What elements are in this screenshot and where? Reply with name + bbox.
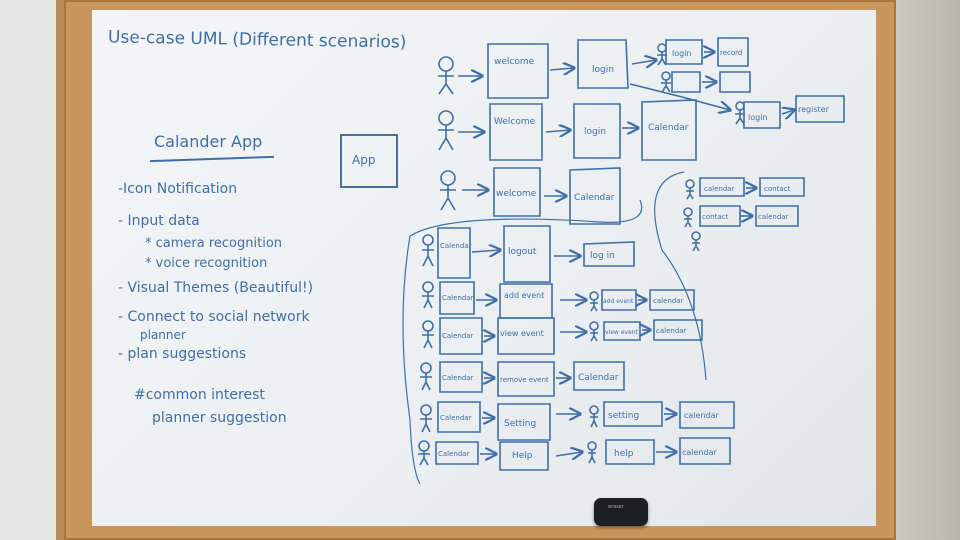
diagram-label: contact [702,213,728,221]
actor-figure [589,291,599,312]
diagram-label: Help [512,451,533,461]
diagram-label: calendar [682,448,717,457]
feature-icon-notification: -Icon Notification [118,181,238,197]
diagram-label: calendar [758,213,789,221]
diagram-label: add event [504,291,544,300]
actor-figure [420,362,432,391]
diagram-label: welcome [496,189,537,199]
app-box: App [340,134,398,188]
diagram-label: calendar [704,185,735,193]
diagram-label: calendar [684,411,719,420]
eraser: eraser [594,498,648,526]
feature-planner: planner [140,328,186,342]
diagram-label: Setting [504,419,536,429]
actor-figure [589,321,599,342]
actor-figure [422,320,434,349]
feature-planner-suggestion: planner suggestion [152,410,287,426]
actor-figure [683,207,693,228]
actor-figure [418,440,430,466]
actor-figure [685,179,695,200]
diagram-label: calendar [656,327,687,335]
feature-visual-themes: - Visual Themes (Beautiful!) [118,280,314,296]
diagram-label: Welcome [494,117,536,127]
diagram-label: contact [764,185,790,193]
diagram-label: record [720,49,742,57]
actor-figure [422,234,434,267]
diagram-label: Calendar [440,414,472,422]
diagram-label: Calendar [648,123,689,133]
actor-figure [691,231,701,252]
feature-input-data: - Input data [118,213,200,229]
feature-common-interest: #common interest [134,387,265,403]
diagram-label: login [672,49,692,58]
adjacent-whiteboard [0,0,64,540]
whiteboard-surface [92,10,876,526]
actor-figure [420,404,432,433]
feature-voice-recognition: * voice recognition [145,256,268,271]
app-box-label: App [352,153,376,167]
diagram-label: login [592,65,614,75]
diagram-label: view event [500,329,544,338]
diagram-label: help [614,449,634,459]
actor-figure [587,441,597,464]
actor-figure [589,405,599,428]
diagram-label: setting [608,411,639,421]
diagram-label: Calendar [442,294,474,302]
diagram-label: login [584,127,606,137]
feature-camera-recognition: * camera recognition [145,236,283,251]
actor-figure [440,170,456,211]
diagram-label: calendar [653,297,684,305]
diagram-label: view event [605,329,638,336]
diagram-label: welcome [494,57,535,67]
app-name: Calander App [154,132,263,151]
eraser-label: eraser [608,504,624,510]
diagram-label: add event [603,298,634,305]
actor-figure [438,56,454,95]
diagram-label: Calendar [574,193,615,203]
diagram-label: register [798,105,830,114]
diagram-label: Calendar [438,450,470,458]
actor-figure [438,110,454,151]
diagram-label: remove event [500,376,549,384]
feature-connect-social: - Connect to social network [118,309,310,325]
diagram-label: Calendar [440,242,472,250]
actor-figure [661,71,671,93]
diagram-label: Calendar [442,332,474,340]
diagram-label: Calendar [578,373,619,383]
diagram-label: log in [590,251,615,261]
diagram-label: login [748,113,768,122]
diagram-label: logout [508,247,537,257]
diagram-label: Calendar [442,374,474,382]
actor-figure [422,281,434,309]
feature-plan-suggestions: - plan suggestions [118,346,247,362]
